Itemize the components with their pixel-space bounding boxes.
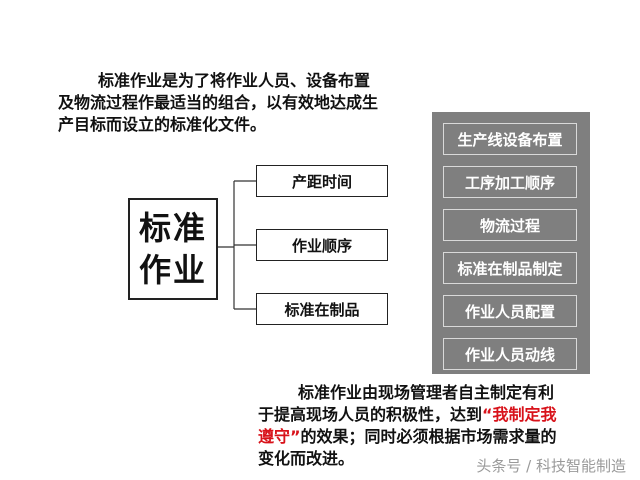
- intro-line-1: 标准作业是为了将作业人员、设备布置: [98, 71, 371, 90]
- panel-item-material-flow: 物流过程: [443, 209, 577, 241]
- intro-line-2: 及物流过程作最适当的组合，以有效地达成生: [58, 93, 379, 112]
- panel-item-wip-setting: 标准在制品制定: [443, 252, 577, 284]
- panel-item-equipment-layout: 生产线设备布置: [443, 123, 577, 155]
- panel-item-process-order: 工序加工顺序: [443, 166, 577, 198]
- elements-panel: [432, 112, 590, 374]
- branch-work-sequence: 作业顺序: [256, 229, 388, 261]
- panel-item-label: 标准在制品制定: [457, 259, 563, 278]
- panel-item-label: 工序加工顺序: [464, 173, 555, 192]
- standard-work-box: 标准 作业: [128, 198, 218, 300]
- branch-standard-wip: 标准在制品: [256, 293, 388, 325]
- note-line-3-text: 的效果；同时必须根据市场需求量的: [300, 427, 557, 446]
- intro-paragraph: 标准作业是为了将作业人员、设备布置 及物流过程作最适当的组合，以有效地达成生 产…: [58, 70, 428, 136]
- branch-label: 标准在制品: [284, 300, 360, 319]
- note-highlight-1: “我制定我: [482, 405, 557, 424]
- note-highlight-2: 遵守”: [258, 427, 301, 446]
- panel-item-label: 作业人员配置: [464, 302, 555, 321]
- note-line-2-text: 于提高现场人员的积极性，达到: [258, 405, 483, 424]
- main-box-line-1: 标准: [138, 209, 207, 247]
- panel-item-label: 作业人员动线: [464, 345, 555, 364]
- branch-label: 产距时间: [291, 172, 352, 191]
- note-line-2: 于提高现场人员的积极性，达到“我制定我: [258, 404, 598, 426]
- main-box-line-2: 作业: [138, 251, 207, 289]
- panel-item-label: 物流过程: [479, 216, 540, 235]
- intro-line-3: 产目标而设立的标准化文件。: [58, 115, 267, 134]
- note-line-3: 遵守”的效果；同时必须根据市场需求量的: [258, 426, 598, 448]
- branch-takt-time: 产距时间: [256, 165, 388, 197]
- panel-item-staffing: 作业人员配置: [443, 295, 577, 327]
- branch-label: 作业顺序: [291, 236, 352, 255]
- panel-item-motion-line: 作业人员动线: [443, 338, 577, 370]
- panel-item-label: 生产线设备布置: [457, 130, 563, 149]
- note-line-1: 标准作业由现场管理者自主制定有利: [298, 383, 555, 402]
- watermark: 头条号 / 科技智能制造: [476, 457, 626, 475]
- note-paragraph: 标准作业由现场管理者自主制定有利 于提高现场人员的积极性，达到“我制定我 遵守”…: [258, 382, 598, 470]
- note-line-4: 变化而改进。: [258, 449, 355, 468]
